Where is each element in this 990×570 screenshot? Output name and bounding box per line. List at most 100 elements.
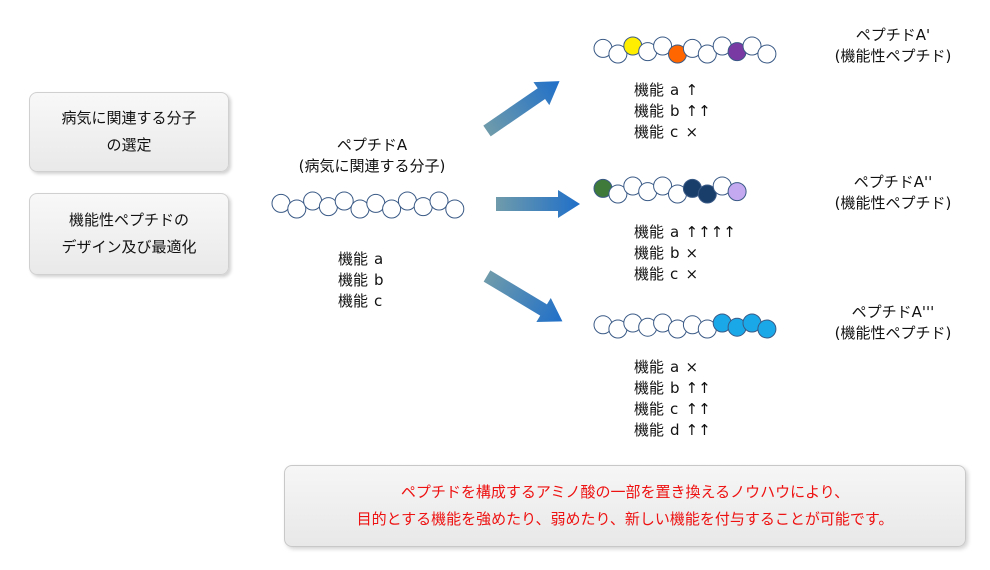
variant-3-subtitle: (機能性ペプチド) [834,324,952,342]
note-box: ペプチドを構成するアミノ酸の一部を置き換えるノウハウにより、 目的とする機能を強… [284,465,966,547]
note-line-1: ペプチドを構成するアミノ酸の一部を置き換えるノウハウにより、 [400,483,850,501]
function-letter: b [670,379,680,397]
function-letter: c [670,400,679,418]
note-line-2: 目的とする機能を強めたり、弱めたり、新しい機能を付与することが可能です。 [356,510,894,528]
function-effect: × [685,244,699,262]
step-box-selection: 病気に関連する分子 の選定 [29,92,229,172]
amino-acid-bead [413,197,433,217]
amino-acid-bead [318,197,338,217]
function-name: 機能 [634,265,665,283]
function-letter: b [374,271,384,289]
function-letter: b [670,102,680,120]
function-name: 機能 [338,271,369,289]
function-name: 機能 [338,292,369,310]
function-name: 機能 [338,250,369,268]
function-row: 機能 c × [634,122,717,143]
function-letter: a [374,250,384,268]
function-row: 機能 a ↑↑↑↑ [634,222,742,243]
function-effect: ↑↑ [685,102,711,120]
amino-acid-bead [608,184,628,204]
amino-acid-bead [653,176,673,196]
function-effect: × [685,123,699,141]
arrow-right [496,190,580,218]
source-peptide-subtitle: (病気に関連する分子) [298,157,446,175]
function-effect: ↑ [685,81,699,99]
variant-2-label: ペプチドA'' (機能性ペプチド) [808,172,978,214]
source-peptide-label: ペプチドA (病気に関連する分子) [272,135,472,177]
function-letter: c [670,265,679,283]
peptide-A-chain [271,191,465,219]
function-name: 機能 [634,244,665,262]
function-row: 機能 b ↑↑ [634,378,717,399]
source-function-list: 機能 a 機能 b 機能 c [338,249,390,312]
amino-acid-bead [350,199,370,219]
function-row: 機能 c × [634,264,742,285]
amino-acid-bead [287,199,307,219]
peptide-A3-chain [593,313,777,339]
amino-acid-bead [445,199,465,219]
arrow-up-right [483,81,560,137]
function-row: 機能 b ↑↑ [634,101,717,122]
amino-acid-bead [334,191,354,211]
amino-acid-bead [397,191,417,211]
amino-acid-bead [653,36,673,56]
variant-2-function-list: 機能 a ↑↑↑↑ 機能 b × 機能 c × [634,222,742,285]
substituted-amino-acid-bead [757,319,777,339]
amino-acid-bead [757,44,777,64]
function-name: 機能 [634,421,665,439]
variant-2-title: ペプチドA'' [853,173,933,191]
step-box-selection-line-2: の選定 [106,136,152,154]
function-name: 機能 [634,379,665,397]
function-row: 機能 b × [634,243,742,264]
function-effect: × [685,358,699,376]
step-box-design: 機能性ペプチドの デザイン及び最適化 [29,193,229,275]
substituted-amino-acid-bead [697,184,717,204]
step-box-design-line-2: デザイン及び最適化 [61,238,197,256]
peptide-A1-chain [593,36,777,64]
variant-2-subtitle: (機能性ペプチド) [834,194,952,212]
function-name: 機能 [634,102,665,120]
amino-acid-bead [429,191,449,211]
amino-acid-bead [742,36,762,56]
function-letter: b [670,244,680,262]
amino-acid-bead [366,193,386,213]
amino-acid-bead [382,199,402,219]
function-name: 機能 [634,358,665,376]
function-effect: ↑↑↑↑ [685,223,736,241]
function-row: 機能 c [338,291,390,312]
function-name: 機能 [634,400,665,418]
step-box-design-line-1: 機能性ペプチドの [68,211,189,229]
function-row: 機能 a ↑ [634,80,717,101]
variant-1-label: ペプチドA' (機能性ペプチド) [808,25,978,67]
function-name: 機能 [634,123,665,141]
amino-acid-bead [608,44,628,64]
function-name: 機能 [634,223,665,241]
function-row: 機能 a [338,249,390,270]
function-letter: c [374,292,383,310]
step-box-selection-line-1: 病気に関連する分子 [61,109,197,127]
function-letter: c [670,123,679,141]
amino-acid-bead [271,193,291,213]
function-effect: × [685,265,699,283]
function-letter: a [670,81,680,99]
amino-acid-bead [697,44,717,64]
function-row: 機能 c ↑↑ [634,399,717,420]
function-letter: a [670,358,680,376]
amino-acid-bead [303,191,323,211]
function-row: 機能 d ↑↑ [634,420,717,441]
function-row: 機能 b [338,270,390,291]
peptide-A2-chain [593,176,747,204]
function-effect: ↑↑ [685,400,711,418]
variant-1-title: ペプチドA' [855,26,931,44]
function-effect: ↑↑ [685,421,711,439]
variant-3-label: ペプチドA''' (機能性ペプチド) [808,302,978,344]
function-letter: a [670,223,680,241]
function-letter: d [670,421,680,439]
function-row: 機能 a × [634,357,717,378]
variant-3-function-list: 機能 a × 機能 b ↑↑ 機能 c ↑↑ 機能 d ↑↑ [634,357,717,441]
variant-3-title: ペプチドA''' [851,303,935,321]
function-effect: ↑↑ [685,379,711,397]
arrow-down-right [483,270,563,322]
function-name: 機能 [634,81,665,99]
